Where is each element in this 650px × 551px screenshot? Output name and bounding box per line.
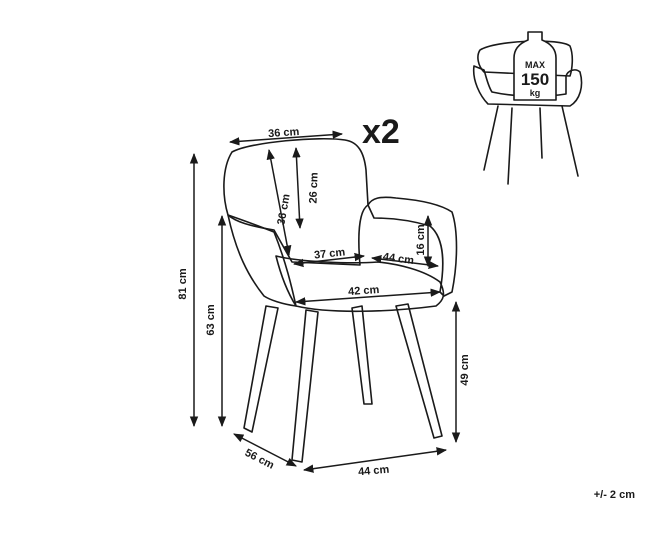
tolerance-label: +/- 2 cm (594, 489, 635, 501)
dim-line-seat-width (294, 288, 442, 306)
max-load-line2: 150 (521, 70, 549, 89)
label-back-height-inner: 26 cm (307, 172, 320, 204)
label-back-height-outer: 36 cm (275, 193, 292, 226)
label-overall-depth: 56 cm (243, 447, 276, 472)
max-load-line1: MAX (525, 60, 545, 70)
leg-front-right (395, 303, 443, 439)
dimension-labels: 36 cm 36 cm 26 cm 37 cm 44 cm 16 cm 42 c… (177, 126, 471, 478)
dimension-lines (189, 130, 461, 473)
leg-front-left (243, 305, 279, 433)
chair-outline (223, 137, 458, 463)
dim-line-back-height-inner (292, 146, 304, 230)
label-armrest-length: 44 cm (382, 251, 415, 267)
max-load-line3: kg (530, 88, 541, 98)
dim-line-overall-width (302, 447, 448, 473)
label-seat-floor: 49 cm (459, 354, 471, 385)
dim-line-seat-depth (292, 252, 366, 268)
dim-line-overall-depth (233, 433, 297, 467)
dim-line-back-width (228, 130, 344, 146)
leg-back-right (351, 305, 373, 405)
label-armrest-floor: 63 cm (205, 304, 217, 335)
label-armrest-height: 16 cm (415, 224, 427, 255)
label-seat-depth: 37 cm (314, 246, 346, 261)
right-armrest (367, 196, 458, 297)
weight-icon: MAX 150 kg (513, 31, 557, 101)
label-overall-width: 44 cm (358, 464, 390, 479)
label-total-height: 81 cm (177, 268, 189, 299)
dim-line-back-height-outer (266, 148, 292, 257)
label-back-width: 36 cm (268, 126, 300, 140)
max-load-chair-icon (472, 40, 583, 185)
quantity-label: x2 (362, 113, 400, 151)
left-arm-panel (227, 214, 297, 307)
label-seat-width: 42 cm (348, 284, 380, 298)
leg-back-left (291, 309, 319, 463)
